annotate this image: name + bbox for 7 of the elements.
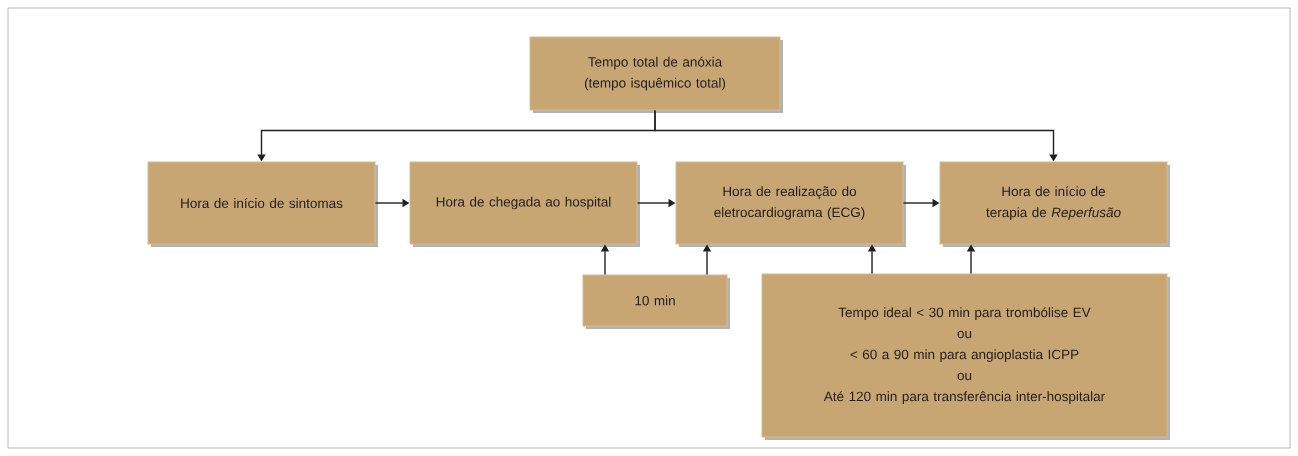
process-box: Tempo ideal < 30 min para trombólise EV ou < 60 a 90 min para angioplastia ICPP ou Até 120 min para transferência inter-hospitalar xyxy=(761,273,1170,440)
process-box: Hora de início de sintomas xyxy=(147,161,378,247)
process-box: Tempo total de anóxia (tempo isquêmico total) xyxy=(529,36,783,113)
process-box: Hora de chegada ao hospital xyxy=(409,161,640,247)
process-box: Hora de realização do eletrocardiograma (ECG) xyxy=(675,161,906,247)
process-box: Hora de início de terapia de Reperfusão xyxy=(939,161,1170,247)
process-box: 10 min xyxy=(582,274,730,329)
